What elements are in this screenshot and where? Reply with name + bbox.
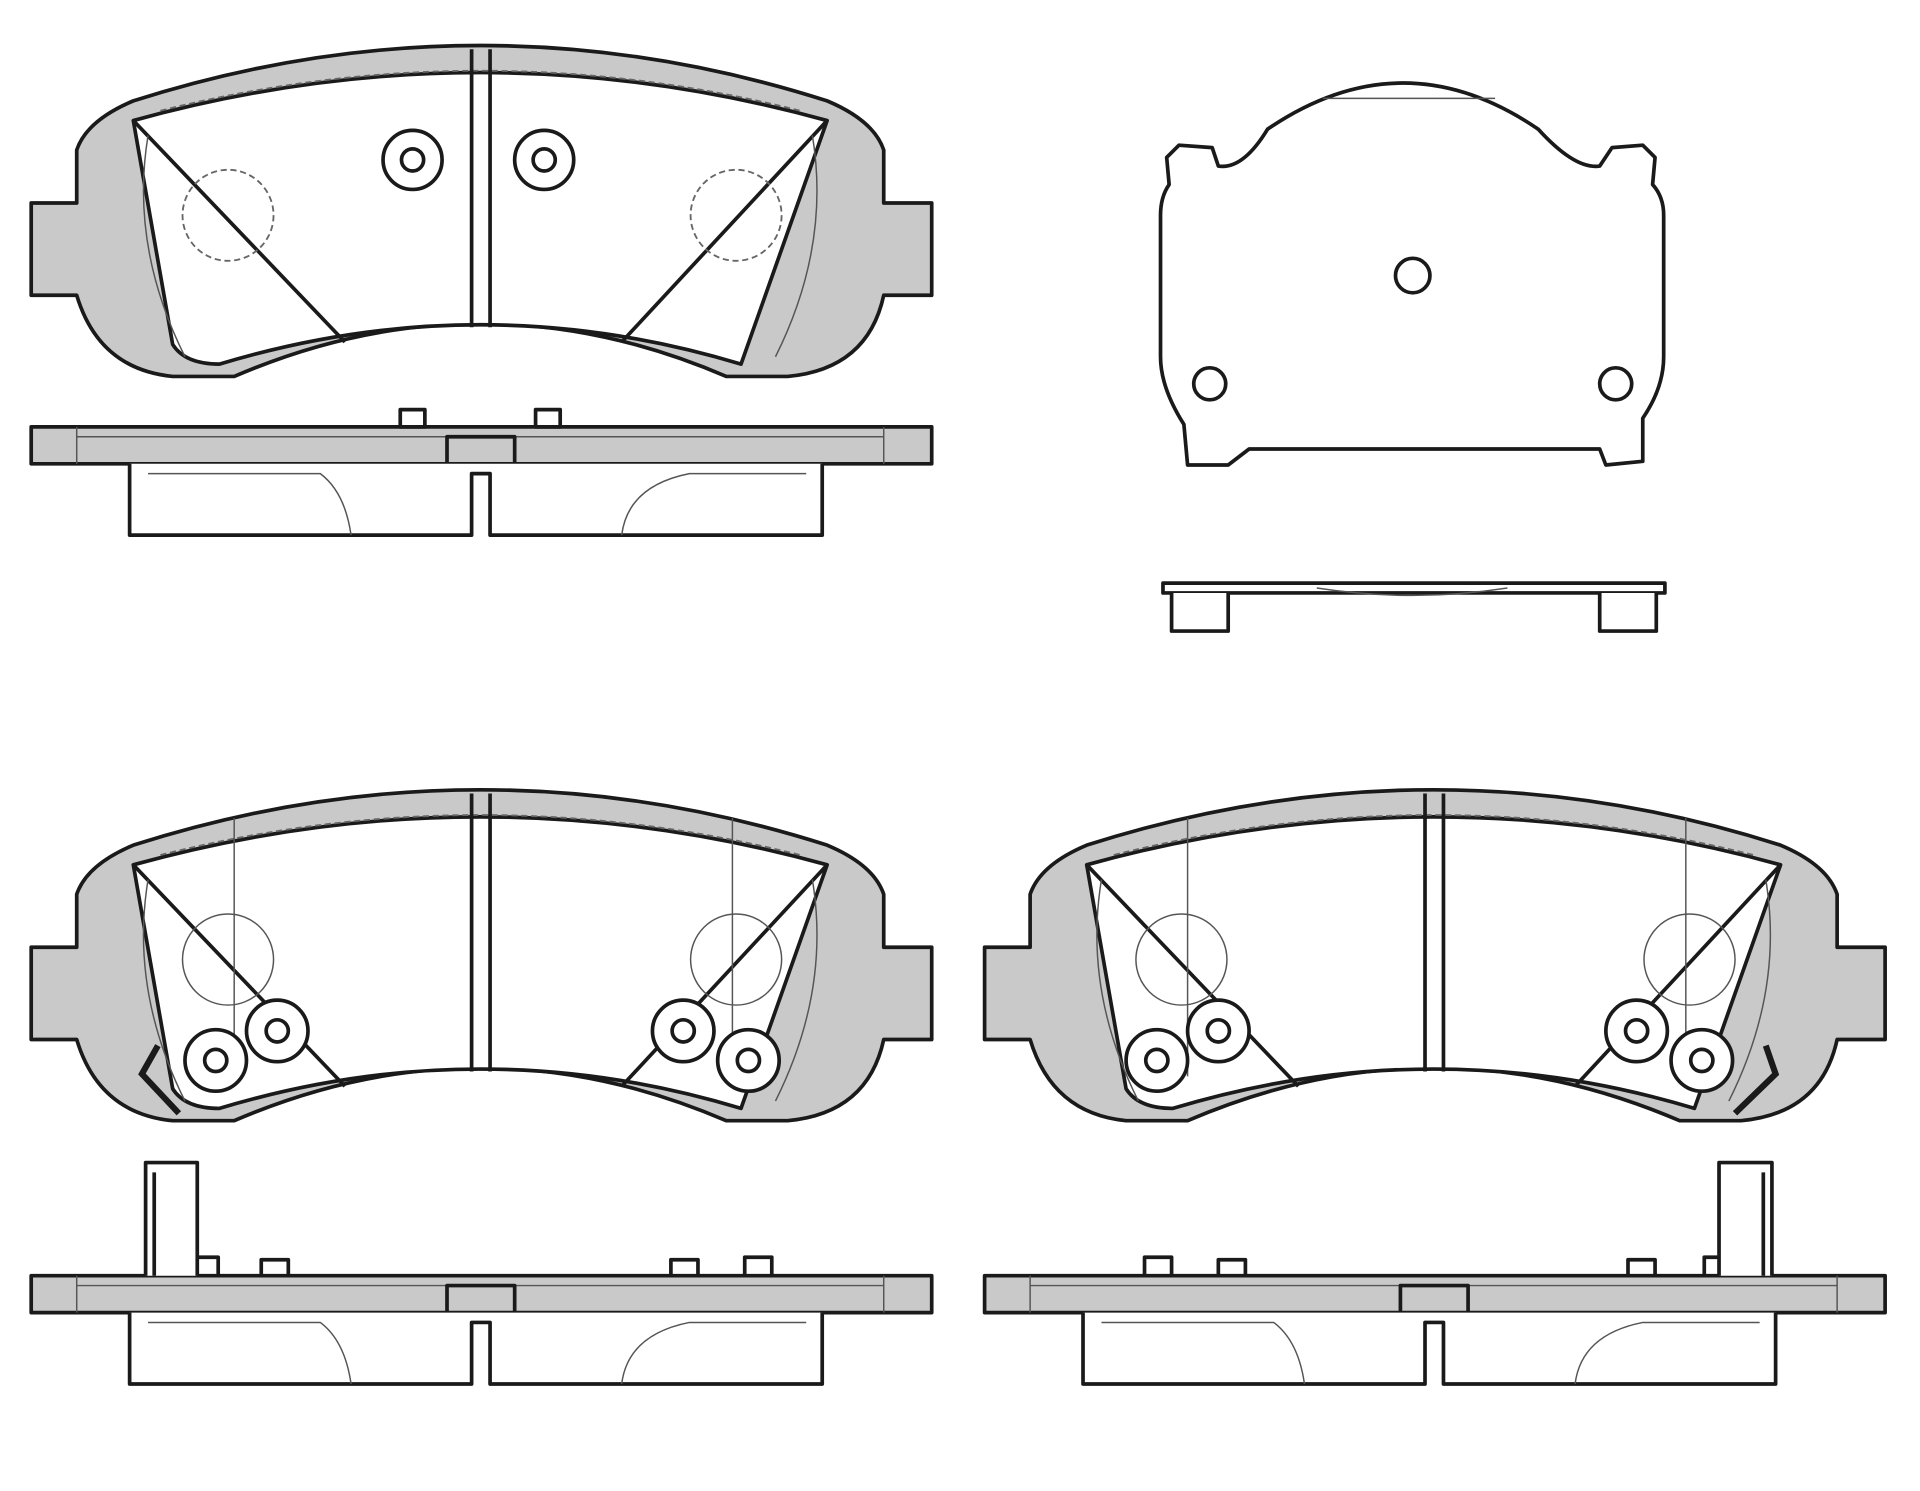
outer-pad-face-view: [29, 43, 934, 379]
inner-pad-left-side-view: [29, 1160, 934, 1386]
inner-pad-right-side-view: [982, 1160, 1887, 1386]
inner-pad-right-face-view: [982, 787, 1887, 1123]
shim-hole-right: [1597, 365, 1634, 402]
stamp-mark-right: [689, 168, 783, 262]
wear-sensor-clip: [143, 1160, 200, 1276]
inner-pad-left-face-view: [29, 787, 934, 1123]
outer-pad-side-view: [29, 407, 934, 537]
shim-hole-left: [1191, 365, 1228, 402]
shim-side-view: [1161, 581, 1667, 633]
stamp-mark-left: [181, 168, 275, 262]
wear-sensor-clip: [1717, 1160, 1774, 1276]
shim-face-view: [1158, 81, 1666, 467]
shim-hole-center: [1393, 256, 1432, 295]
wear-indicator: [138, 1044, 182, 1116]
wear-indicator: [1732, 1044, 1780, 1116]
